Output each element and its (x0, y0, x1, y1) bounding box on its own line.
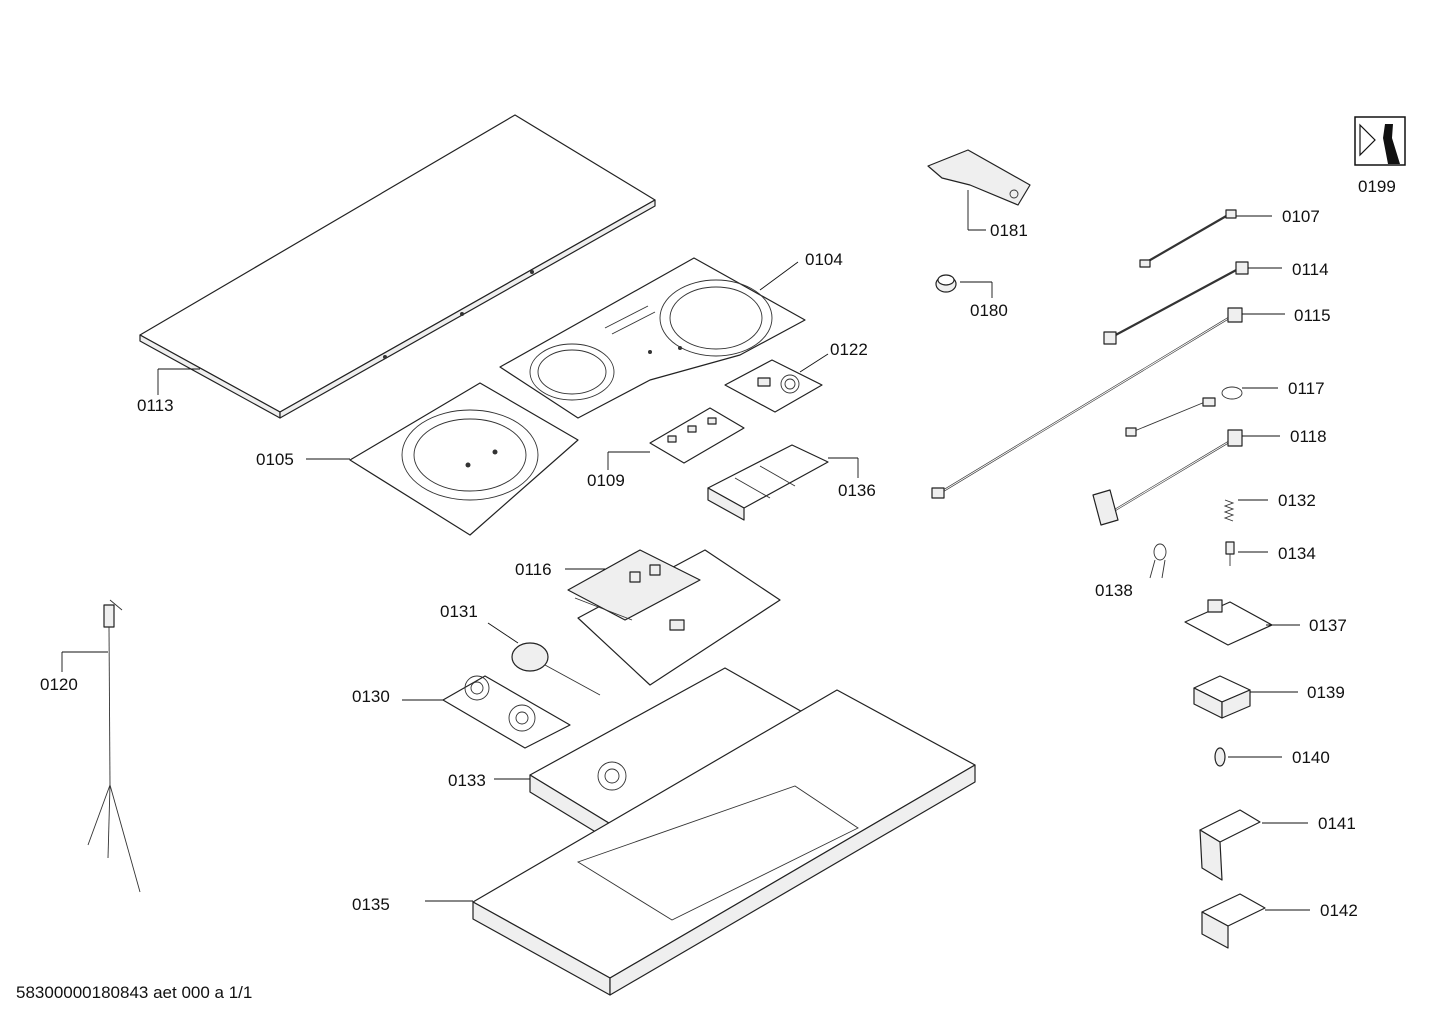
label-0130: 0130 (352, 687, 390, 706)
label-0139: 0139 (1307, 683, 1345, 702)
label-0135: 0135 (352, 895, 390, 914)
part-0136-control-frame (707, 444, 829, 521)
document-id: 58300000180843 aet 000 a 1/1 (16, 983, 252, 1002)
part-0109-control-pcb (649, 407, 745, 464)
label-0141: 0141 (1318, 814, 1356, 833)
label-0137: 0137 (1309, 616, 1347, 635)
label-0122: 0122 (830, 340, 868, 359)
label-0109: 0109 (587, 471, 625, 490)
label-0199: 0199 (1358, 177, 1396, 196)
label-0104: 0104 (805, 250, 843, 269)
part-0134-pin (1225, 541, 1235, 566)
part-0118-harness (1092, 429, 1243, 526)
part-0113-glass-top (139, 114, 656, 419)
label-0118: 0118 (1290, 427, 1327, 446)
leader-0122 (799, 353, 829, 373)
part-0135-bottom-tray (472, 689, 976, 996)
part-0130-filter-pcb (442, 675, 571, 749)
label-0113: 0113 (137, 396, 174, 415)
part-0114-cable (1103, 261, 1249, 345)
label-0140: 0140 (1292, 748, 1330, 767)
label-0105: 0105 (256, 450, 294, 469)
part-0142-bracket (1201, 893, 1266, 949)
label-0120: 0120 (40, 675, 78, 694)
part-0132-spring (1223, 499, 1235, 522)
part-0105-coil-carrier (349, 382, 579, 536)
part-0137-bracket (1184, 599, 1273, 646)
label-0133: 0133 (448, 771, 486, 790)
label-0116: 0116 (515, 560, 552, 579)
leader-0104 (759, 261, 799, 291)
part-0116-power-pcb (567, 549, 781, 686)
label-0138: 0138 (1095, 581, 1133, 600)
leader-0131 (487, 622, 519, 644)
label-0117: 0117 (1288, 379, 1325, 398)
part-0120-power-cord (87, 599, 141, 893)
part-0122-pcb (724, 359, 823, 413)
label-0136: 0136 (838, 481, 876, 500)
part-0131-choke (511, 642, 601, 696)
label-0107: 0107 (1282, 207, 1320, 226)
part-0138-clip (1149, 543, 1167, 579)
part-0139-box (1193, 675, 1251, 719)
label-0180: 0180 (970, 301, 1008, 320)
part-0104-coil-carrier (499, 257, 806, 419)
wrench-service-icon (1354, 116, 1406, 166)
label-0115: 0115 (1294, 306, 1331, 325)
part-0181-scraper (927, 149, 1031, 206)
label-0132: 0132 (1278, 491, 1316, 510)
label-0181: 0181 (990, 221, 1028, 240)
part-0141-bracket (1199, 809, 1261, 881)
label-0142: 0142 (1320, 901, 1358, 920)
part-0117-sensor-cable (1125, 386, 1243, 437)
label-0134: 0134 (1278, 544, 1316, 563)
label-0131: 0131 (440, 602, 478, 621)
part-0180-knob (935, 274, 957, 293)
label-0114: 0114 (1292, 260, 1329, 279)
part-0140-screw (1214, 747, 1226, 767)
part-0107-cable (1139, 209, 1237, 268)
part-0115-cable (931, 307, 1243, 499)
